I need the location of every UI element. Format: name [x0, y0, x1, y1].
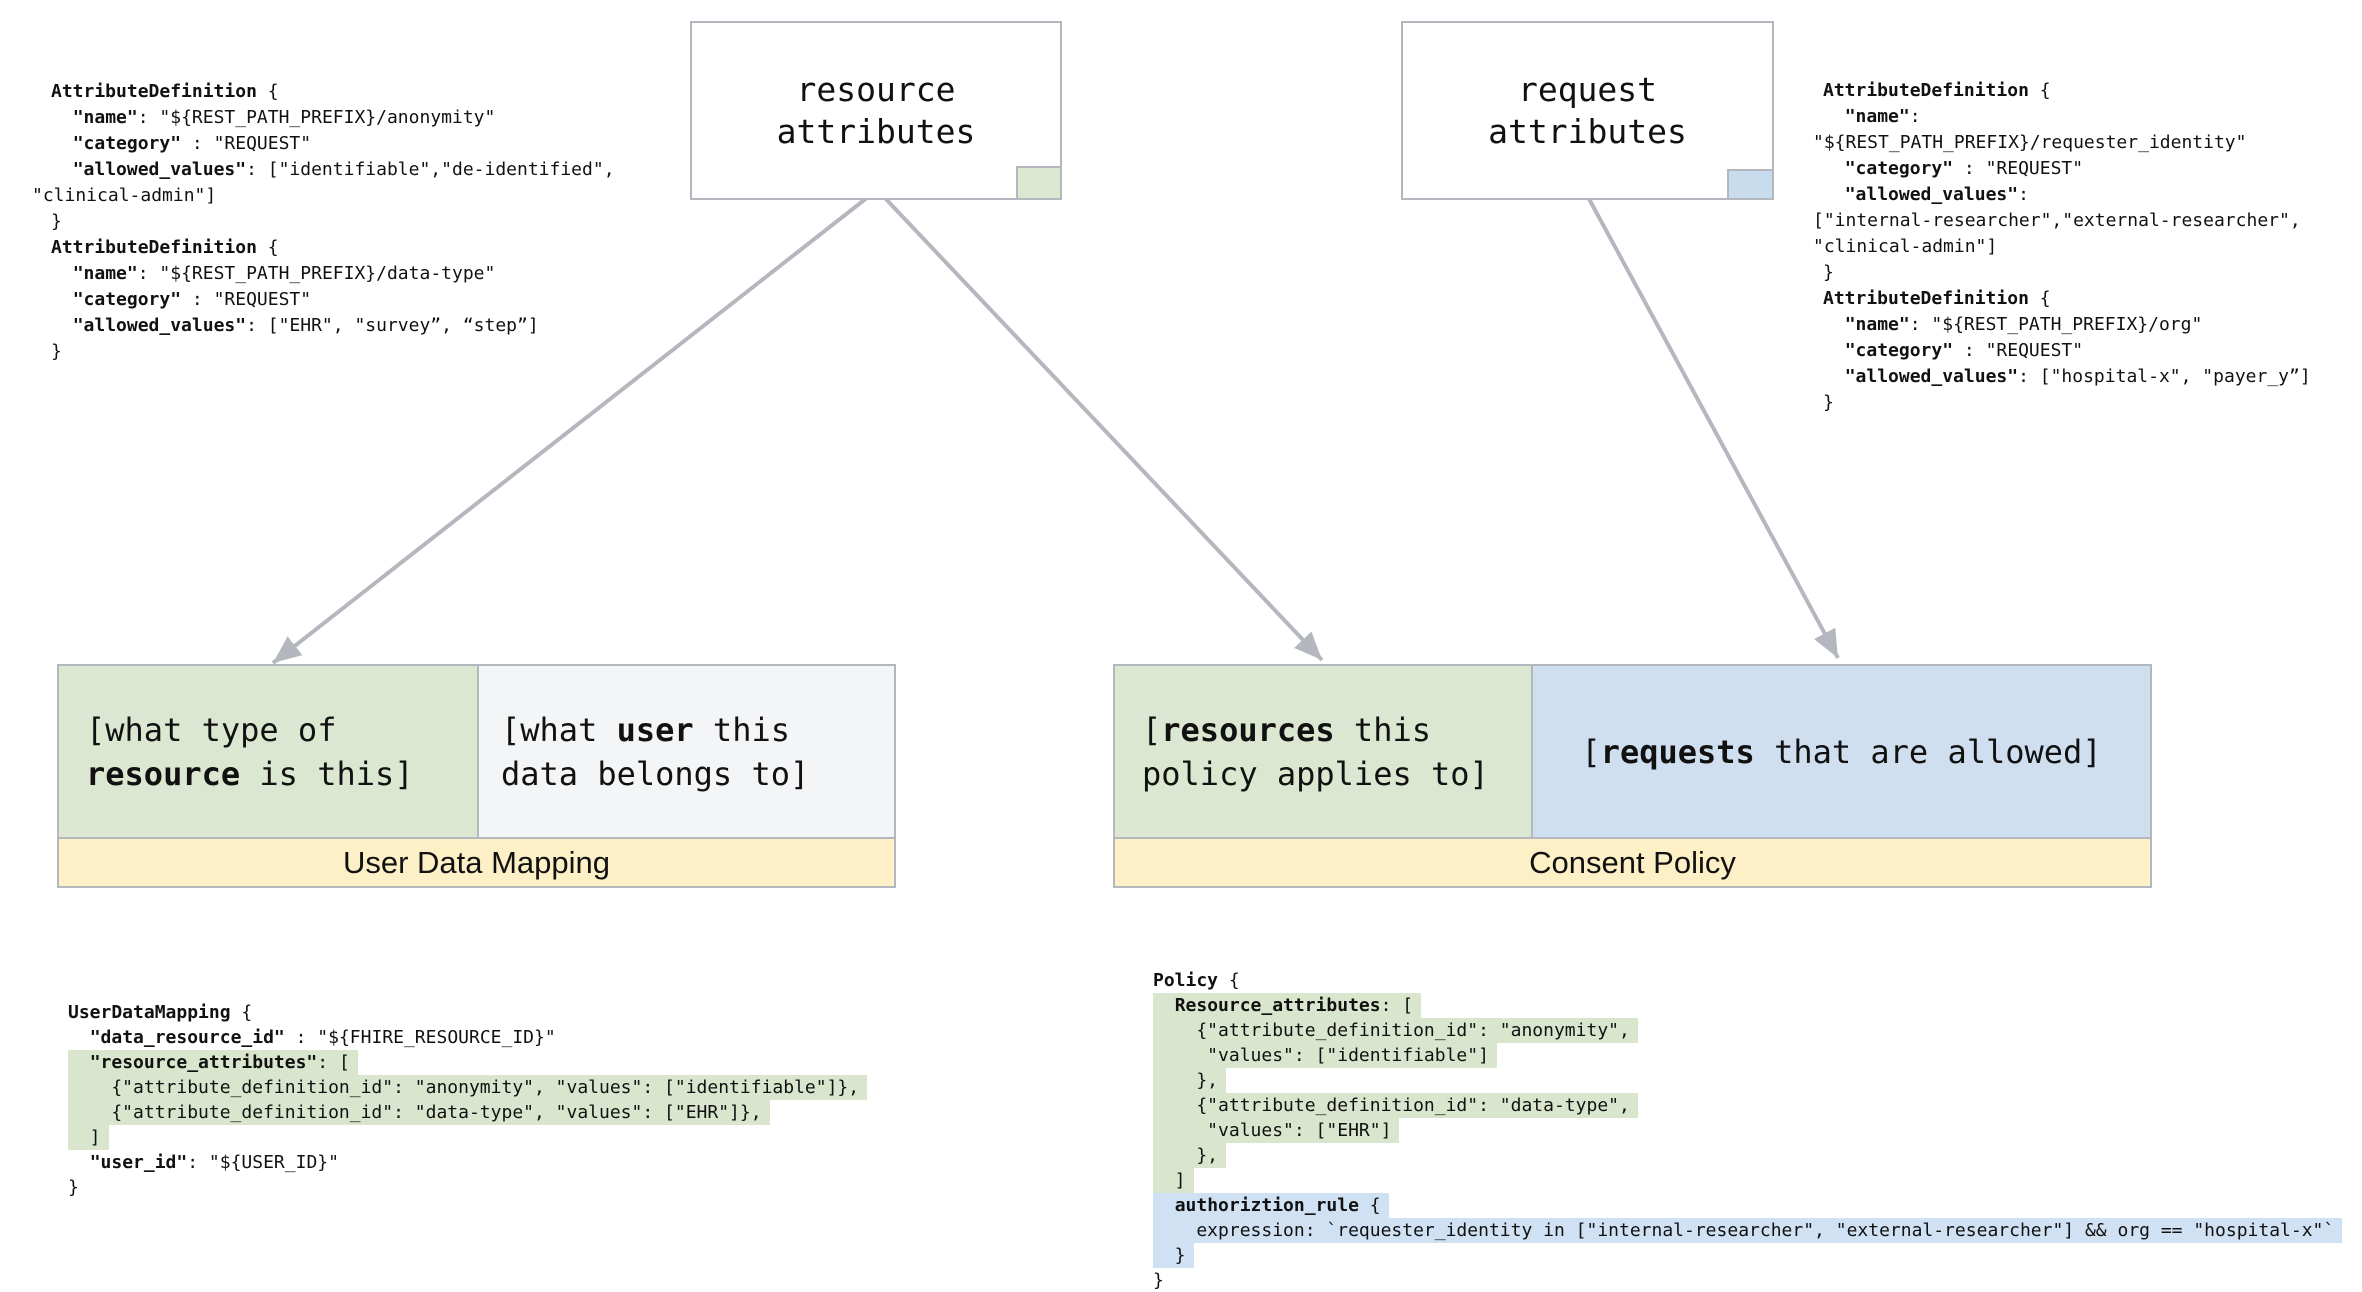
policy-code: Policy { Resource_attributes: [ {"attrib…	[1153, 968, 2343, 1292]
policy-title-label: Consent Policy	[1529, 844, 1736, 880]
attr-def-right-code: AttributeDefinition { "name":"${REST_PAT…	[1813, 80, 2311, 413]
arrow-resource-to-policy	[882, 195, 1324, 662]
request-blue-swatch	[1727, 169, 1774, 200]
request-attributes-label: request attributes	[1488, 69, 1687, 151]
mapping-user-cell: [what user this data belongs to]	[479, 666, 894, 837]
resource-attributes-label: resource attributes	[776, 69, 976, 151]
mapping-resource-cell: [what type of resource is this]	[59, 666, 479, 837]
policy-resources-cell: [resources this policy applies to]	[1115, 666, 1533, 837]
consent-policy-cells: [resources this policy applies to] [requ…	[1115, 666, 2150, 839]
user-data-mapping-box: [what type of resource is this] [what us…	[57, 664, 896, 888]
arrow-request-to-policy	[1586, 196, 1840, 659]
user-data-mapping-code: UserDataMapping { "data_resource_id" : "…	[68, 1000, 868, 1200]
mapping-title-label: User Data Mapping	[342, 844, 611, 880]
mapping-title-bar: User Data Mapping	[59, 839, 894, 886]
attr-def-left-code: AttributeDefinition { "name": "${REST_PA…	[32, 81, 615, 362]
policy-title-bar: Consent Policy	[1115, 839, 2150, 886]
consent-policy-box: [resources this policy applies to] [requ…	[1113, 664, 2152, 888]
policy-requests-cell: [requests that are allowed]	[1533, 666, 2150, 837]
resource-attributes-box: resource attributes	[690, 21, 1062, 200]
user-data-mapping-cells: [what type of resource is this] [what us…	[59, 666, 894, 839]
request-attributes-box: request attributes	[1401, 21, 1774, 200]
resource-green-swatch	[1016, 166, 1062, 200]
